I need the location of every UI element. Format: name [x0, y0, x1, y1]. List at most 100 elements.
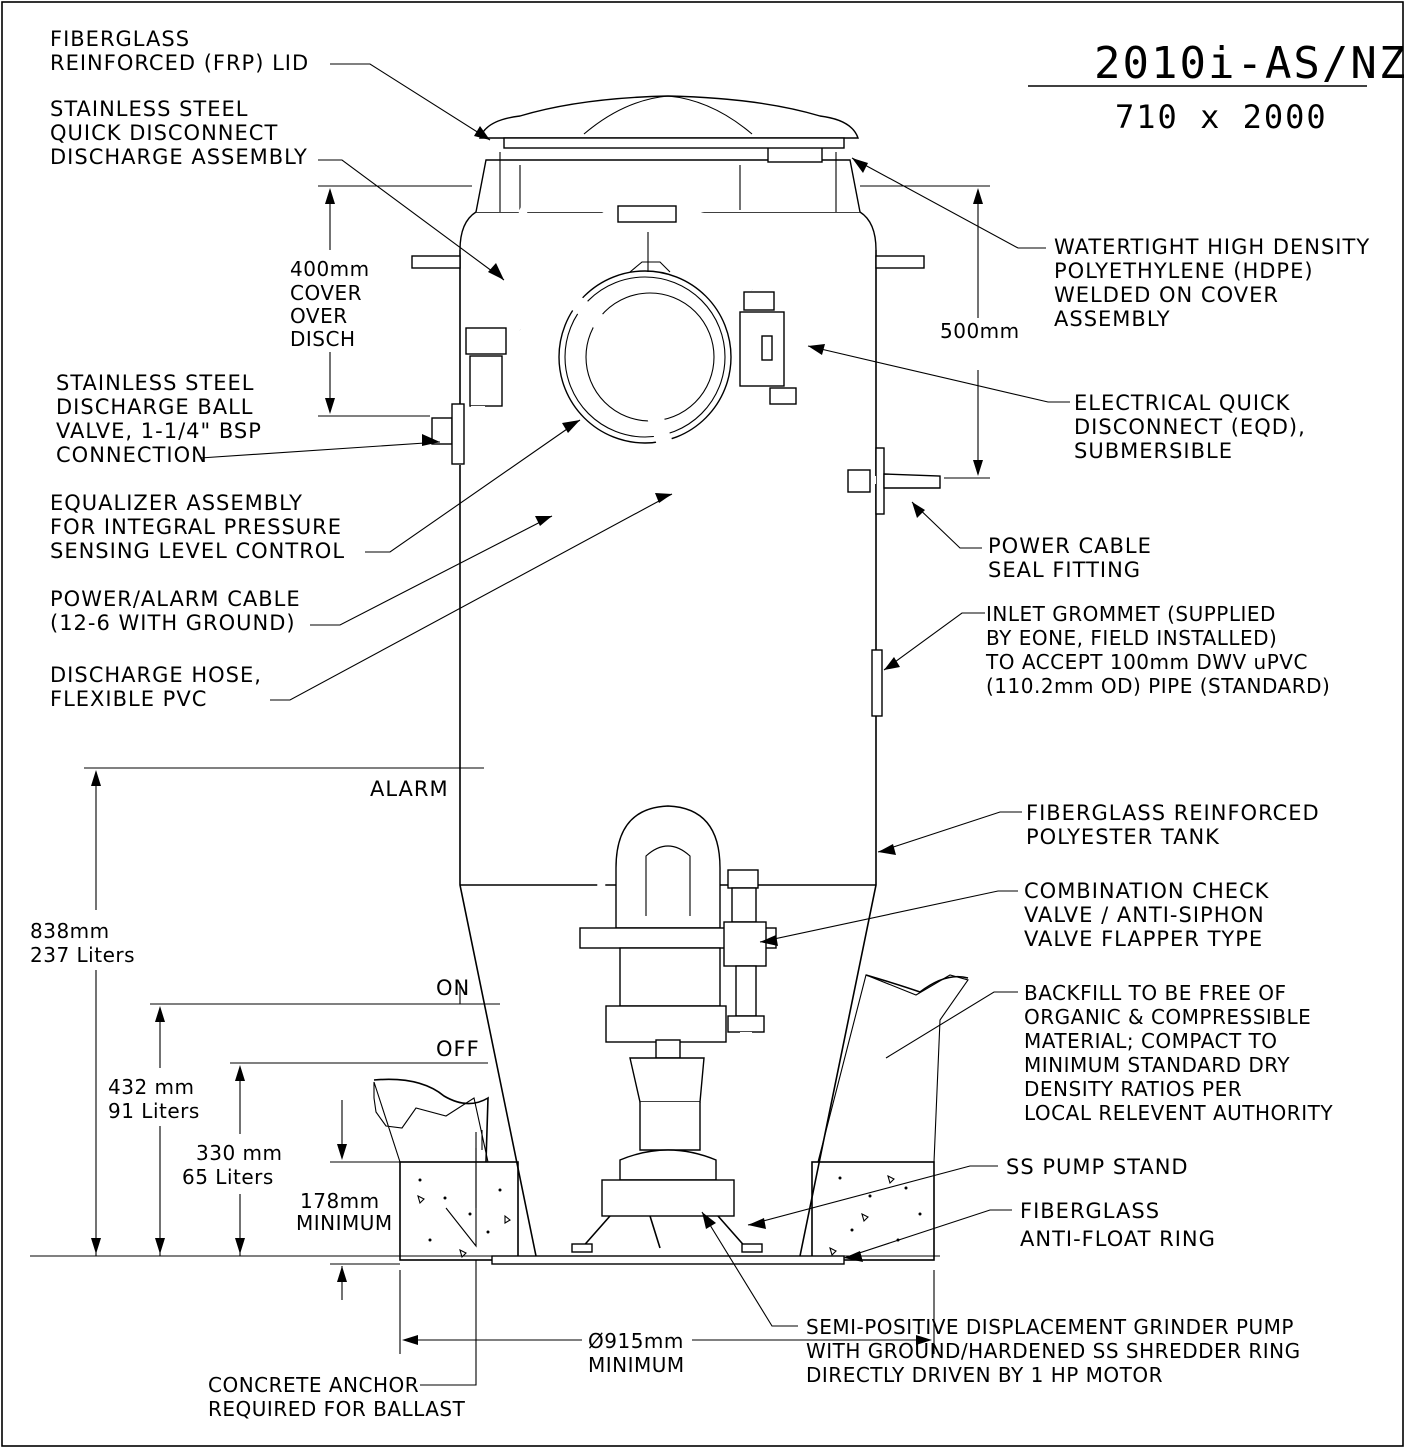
callout-discharge-hose-line2: FLEXIBLE PVC — [50, 687, 207, 711]
dimension-texts: 400mm COVER OVER DISCH 500mm 838mm 237 L… — [30, 257, 1020, 1377]
callout-equalizer-line3: SENSING LEVEL CONTROL — [50, 539, 345, 563]
dim-cover-line3: OVER — [290, 304, 348, 328]
callout-backfill-line6: LOCAL RELEVENT AUTHORITY — [1024, 1101, 1333, 1125]
callout-power-cable-line1: POWER/ALARM CABLE — [50, 587, 301, 611]
dim-cover-height: 500mm — [940, 319, 1020, 343]
callout-discharge-hose: DISCHARGE HOSE, FLEXIBLE PVC — [50, 663, 262, 711]
dim-diameter-line1: Ø915mm — [588, 1329, 684, 1353]
callout-hdpe-line1: WATERTIGHT HIGH DENSITY — [1054, 235, 1370, 259]
frp-lid — [479, 95, 859, 149]
dim-alarm-height-line2: 237 Liters — [30, 943, 135, 967]
callout-grommet-line2: BY EONE, FIELD INSTALLED) — [986, 626, 1277, 650]
callout-ss-qd-line1: STAINLESS STEEL — [50, 97, 249, 121]
callout-anchor-line2: REQUIRED FOR BALLAST — [208, 1397, 466, 1421]
callout-hdpe-line2: POLYETHYLENE (HDPE) — [1054, 259, 1314, 283]
frp-tank — [411, 250, 925, 1265]
dim-concrete-line1: 178mm — [300, 1189, 380, 1213]
callout-ball-valve-line1: STAINLESS STEEL — [56, 371, 255, 395]
title-size: 710 x 2000 — [1115, 98, 1328, 136]
callout-grommet-line1: INLET GROMMET (SUPPLIED — [986, 602, 1276, 626]
callout-ball-valve-line2: DISCHARGE BALL — [56, 395, 254, 419]
callout-backfill-line4: MINIMUM STANDARD DRY — [1024, 1053, 1290, 1077]
level-alarm-label: ALARM — [370, 777, 449, 801]
leader-arrowheads — [422, 126, 925, 1262]
discharge-quick-disconnect — [456, 327, 507, 465]
pump-motor-cap — [615, 805, 721, 929]
callout-hdpe-line3: WELDED ON COVER — [1054, 283, 1279, 307]
electrical-quick-disconnect — [739, 291, 797, 405]
callout-equalizer-line1: EQUALIZER ASSEMBLY — [50, 491, 303, 515]
callout-pump-stand-line1: SS PUMP STAND — [1006, 1155, 1189, 1179]
hdpe-cover-assembly — [459, 139, 877, 251]
callout-grinder-line3: DIRECTLY DRIVEN BY 1 HP MOTOR — [806, 1363, 1163, 1387]
leader-lines — [199, 63, 1070, 1327]
callout-equalizer-line2: FOR INTEGRAL PRESSURE — [50, 515, 342, 539]
discharge-ball-valve — [431, 403, 465, 465]
callout-ss-qd-line2: QUICK DISCONNECT — [50, 121, 278, 145]
dimension-lines — [30, 185, 990, 1354]
concrete-anchor — [399, 1161, 935, 1261]
callout-ball-valve-line4: CONNECTION — [56, 443, 208, 467]
dim-alarm-height-line1: 838mm — [30, 919, 110, 943]
callout-ss-quick-disconnect: STAINLESS STEEL QUICK DISCONNECT DISCHAR… — [50, 97, 308, 169]
callout-backfill: BACKFILL TO BE FREE OF ORGANIC & COMPRES… — [1024, 981, 1333, 1125]
discharge-hose — [490, 279, 742, 871]
callout-frp-lid: FIBERGLASS REINFORCED (FRP) LID — [50, 27, 308, 75]
check-valve — [704, 869, 767, 1088]
callout-anti-float-line2: ANTI-FLOAT RING — [1020, 1227, 1216, 1251]
callout-seal-line2: SEAL FITTING — [988, 558, 1141, 582]
callout-anchor-line1: CONCRETE ANCHOR — [208, 1373, 419, 1397]
callout-backfill-line5: DENSITY RATIOS PER — [1024, 1077, 1242, 1101]
level-on-label: ON — [436, 976, 470, 1000]
callout-equalizer: EQUALIZER ASSEMBLY FOR INTEGRAL PRESSURE… — [50, 491, 345, 563]
callout-eqd-line2: DISCONNECT (EQD), — [1074, 415, 1306, 439]
dim-off-height-line1: 330 mm — [196, 1141, 283, 1165]
power-alarm-cable — [512, 180, 941, 921]
callout-check-line1: COMBINATION CHECK — [1024, 879, 1270, 903]
callout-frp-tank: FIBERGLASS REINFORCED POLYESTER TANK — [1026, 801, 1320, 849]
callout-grommet-line4: (110.2mm OD) PIPE (STANDARD) — [986, 674, 1330, 698]
callout-frp-lid-line1: FIBERGLASS — [50, 27, 190, 51]
dim-on-height-line1: 432 mm — [108, 1075, 195, 1099]
callout-check-line2: VALVE / ANTI-SIPHON — [1024, 903, 1265, 927]
dim-concrete-line2: MINIMUM — [296, 1211, 393, 1235]
callout-ball-valve: STAINLESS STEEL DISCHARGE BALL VALVE, 1-… — [56, 371, 262, 467]
callout-grinder-line1: SEMI-POSITIVE DISPLACEMENT GRINDER PUMP — [806, 1315, 1294, 1339]
callout-anti-float-line1: FIBERGLASS — [1020, 1199, 1160, 1223]
dim-diameter-line2: MINIMUM — [588, 1353, 685, 1377]
callout-ss-qd-line3: DISCHARGE ASSEMBLY — [50, 145, 308, 169]
callout-power-cable-seal: POWER CABLE SEAL FITTING — [988, 534, 1152, 582]
callout-tank-line1: FIBERGLASS REINFORCED — [1026, 801, 1320, 825]
callout-power-cable-line2: (12-6 WITH GROUND) — [50, 611, 296, 635]
dim-on-height-line2: 91 Liters — [108, 1099, 200, 1123]
callout-anti-float: FIBERGLASS ANTI-FLOAT RING — [1020, 1199, 1216, 1251]
dim-off-height-line2: 65 Liters — [182, 1165, 274, 1189]
callout-discharge-hose-line1: DISCHARGE HOSE, — [50, 663, 262, 687]
dim-cover-line4: DISCH — [290, 327, 356, 351]
callout-tank-line2: POLYESTER TANK — [1026, 825, 1220, 849]
dimension-arrowheads — [91, 188, 983, 1345]
callout-grommet-line3: TO ACCEPT 100mm DWV uPVC — [985, 650, 1308, 674]
title-block: 2010i-AS/NZ 710 x 2000 — [1028, 38, 1405, 136]
callout-inlet-grommet: INLET GROMMET (SUPPLIED BY EONE, FIELD I… — [985, 602, 1330, 698]
title-model: 2010i-AS/NZ — [1094, 38, 1405, 89]
level-off-label: OFF — [436, 1037, 480, 1061]
callout-eqd: ELECTRICAL QUICK DISCONNECT (EQD), SUBME… — [1074, 391, 1306, 463]
callout-backfill-line3: MATERIAL; COMPACT TO — [1024, 1029, 1278, 1053]
callout-concrete-anchor: CONCRETE ANCHOR REQUIRED FOR BALLAST — [208, 1260, 477, 1421]
callout-check-valve: COMBINATION CHECK VALVE / ANTI-SIPHON VA… — [1024, 879, 1270, 951]
callout-eqd-line1: ELECTRICAL QUICK — [1074, 391, 1291, 415]
callout-pump-stand: SS PUMP STAND — [1006, 1155, 1189, 1179]
callout-backfill-line1: BACKFILL TO BE FREE OF — [1024, 981, 1286, 1005]
callout-hdpe-line4: ASSEMBLY — [1054, 307, 1171, 331]
callout-power-alarm-cable: POWER/ALARM CABLE (12-6 WITH GROUND) — [50, 587, 301, 635]
callout-grinder-line2: WITH GROUND/HARDENED SS SHREDDER RING — [806, 1339, 1301, 1363]
level-labels: ALARM ON OFF — [370, 777, 480, 1061]
callout-grinder-pump: SEMI-POSITIVE DISPLACEMENT GRINDER PUMP … — [806, 1315, 1301, 1387]
callout-ball-valve-line3: VALVE, 1-1/4" BSP — [56, 419, 262, 443]
inlet-grommet — [871, 649, 883, 717]
callout-check-line3: VALVE FLAPPER TYPE — [1024, 927, 1263, 951]
callout-seal-line1: POWER CABLE — [988, 534, 1152, 558]
